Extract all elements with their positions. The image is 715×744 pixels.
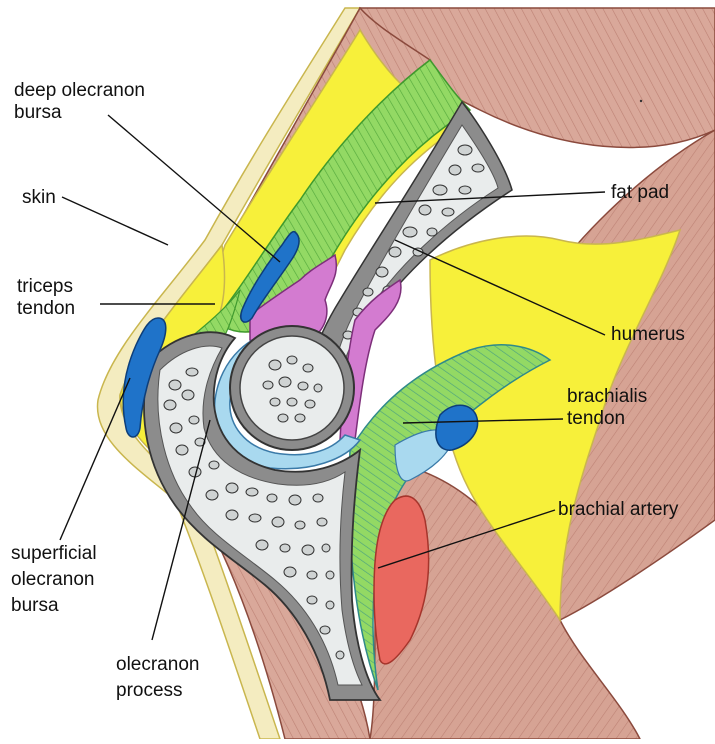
humerus-condyle	[240, 336, 344, 440]
label-triceps-tendon-line2: tendon	[17, 298, 75, 320]
ink-dot	[640, 100, 642, 102]
label-skin: skin	[22, 187, 56, 209]
label-superficial-olecranon-bursa: superficial olecranon bursa	[11, 541, 97, 619]
label-deep-olecranon-bursa-line2: bursa	[14, 102, 145, 124]
label-brachialis-tendon-line2: tendon	[567, 408, 647, 430]
label-brachial-artery: brachial artery	[558, 499, 678, 521]
leader-skin	[62, 197, 168, 245]
label-deep-olecranon-bursa-line1: deep olecranon	[14, 80, 145, 102]
leader-superficial-olecranon-bursa	[60, 378, 130, 540]
label-humerus: humerus	[611, 324, 685, 346]
label-olecranon-process-line1: olecranon	[116, 652, 199, 678]
label-superficial-olecranon-bursa-line3: bursa	[11, 593, 97, 619]
label-brachialis-tendon: brachialis tendon	[567, 386, 647, 430]
label-superficial-olecranon-bursa-line2: olecranon	[11, 567, 97, 593]
label-olecranon-process-line2: process	[116, 678, 199, 704]
label-fat-pad: fat pad	[611, 182, 669, 204]
label-deep-olecranon-bursa: deep olecranon bursa	[14, 80, 145, 124]
label-triceps-tendon-line1: triceps	[17, 276, 75, 298]
label-triceps-tendon: triceps tendon	[17, 276, 75, 320]
label-superficial-olecranon-bursa-line1: superficial	[11, 541, 97, 567]
label-olecranon-process: olecranon process	[116, 652, 199, 704]
label-brachialis-tendon-line1: brachialis	[567, 386, 647, 408]
